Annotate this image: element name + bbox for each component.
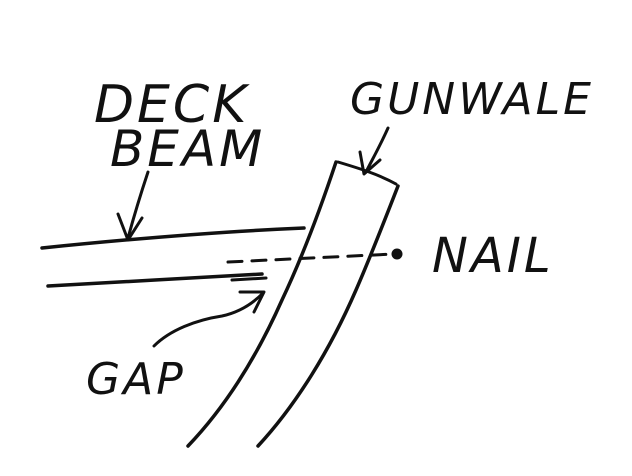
- deck-beam-arrow-shaft: [126, 170, 150, 240]
- gap-label: GAP: [86, 354, 186, 405]
- gunwale-right-edge: [256, 184, 400, 448]
- deck-beam-label-line2: BEAM: [110, 120, 265, 178]
- gap-arrow-short-tick: [230, 276, 268, 282]
- gunwale-left-edge: [186, 160, 338, 448]
- deck-beam: [40, 226, 306, 288]
- gunwale-arrow-shaft: [364, 126, 390, 174]
- gunwale-arrow-head-icon: [358, 150, 382, 176]
- deck-beam-arrow-head-icon: [116, 212, 144, 242]
- nail: [226, 248, 403, 264]
- nail-label: NAIL: [432, 228, 554, 284]
- nail-head-dot: [391, 248, 403, 260]
- gap-arrow-shaft: [152, 292, 264, 348]
- nail-dashed-line: [226, 252, 396, 264]
- deck-beam-bottom-edge: [46, 272, 264, 288]
- gap-arrow-head-icon: [238, 290, 266, 314]
- deck-beam-label-line1: DECK: [94, 75, 250, 135]
- gunwale-label: GUNWALE: [350, 74, 594, 125]
- leader-arrows: [116, 126, 390, 348]
- gunwale-board: [186, 160, 400, 448]
- deck-beam-top-edge: [40, 226, 306, 250]
